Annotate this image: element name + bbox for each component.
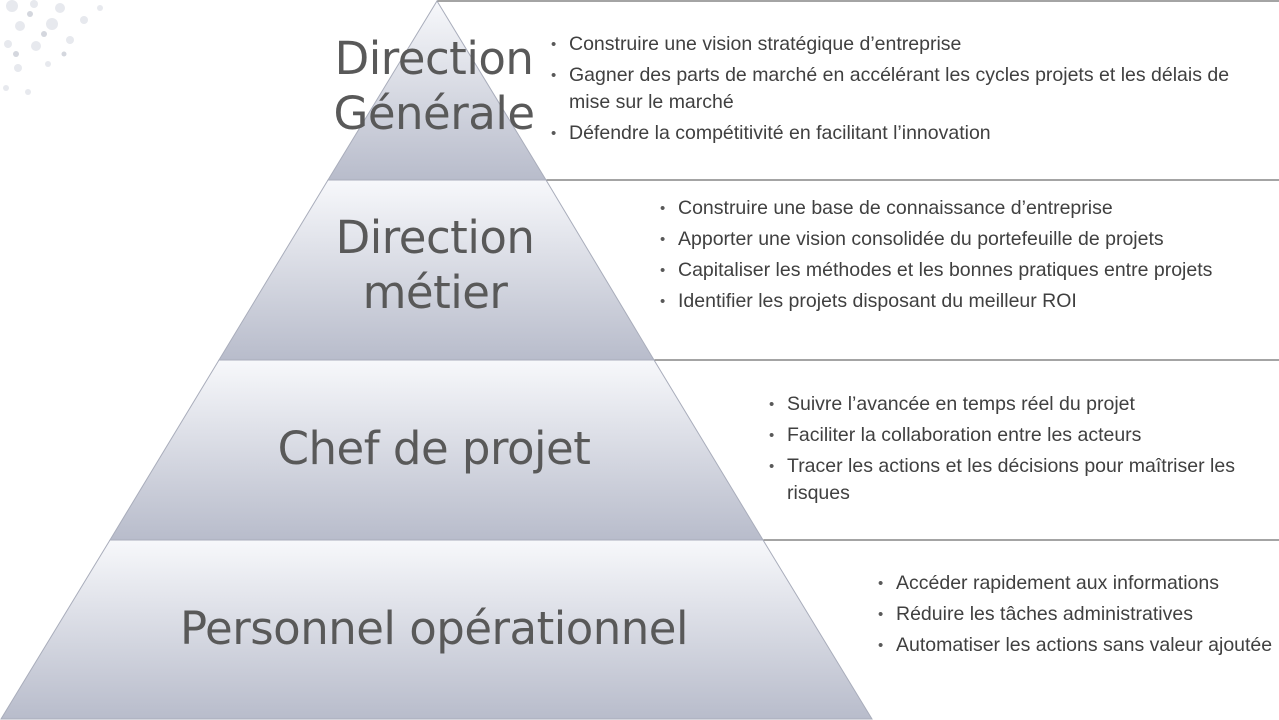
tier-label-chef-de-projet: Chef de projet — [234, 422, 634, 477]
bullet-item: Construire une base de connaissance d’en… — [660, 195, 1260, 222]
bullet-item: Faciliter la collaboration entre les act… — [769, 422, 1269, 449]
tier-label-line: Direction — [334, 32, 534, 85]
bullet-item: Construire une vision stratégique d’entr… — [551, 31, 1241, 58]
tier-label-line: Générale — [333, 86, 535, 140]
pyramid-tier-3 — [0, 539, 873, 720]
bullet-item: Accéder rapidement aux informations — [878, 570, 1274, 597]
tier-label-line: Personnel opérationnel — [180, 602, 689, 655]
decorative-dots — [3, 0, 103, 95]
bullet-list-chef-de-projet: Suivre l’avancée en temps réel du projet… — [769, 391, 1269, 511]
bullet-item: Gagner des parts de marché en accélérant… — [551, 62, 1241, 116]
tier-label-direction-metier: Direction métier — [285, 211, 585, 321]
bullet-list-direction-generale: Construire une vision stratégique d’entr… — [551, 31, 1241, 151]
bullet-item: Suivre l’avancée en temps réel du projet — [769, 391, 1269, 418]
bullet-item: Identifier les projets disposant du meil… — [660, 288, 1260, 315]
bullet-item: Réduire les tâches administratives — [878, 601, 1274, 628]
bullet-item: Défendre la compétitivité en facilitant … — [551, 120, 1241, 147]
bullet-list-direction-metier: Construire une base de connaissance d’en… — [660, 195, 1260, 319]
tier-label-direction-generale: Direction Générale — [284, 32, 584, 142]
bullet-item: Automatiser les actions sans valeur ajou… — [878, 632, 1274, 659]
tier-label-line: Chef de projet — [277, 422, 591, 475]
tier-label-line: Direction — [335, 211, 535, 264]
bullet-item: Capitaliser les méthodes et les bonnes p… — [660, 257, 1260, 284]
bullet-item: Apporter une vision consolidée du portef… — [660, 226, 1260, 253]
bullet-item: Tracer les actions et les décisions pour… — [769, 453, 1269, 507]
tier-label-line: métier — [362, 265, 508, 319]
tier-label-personnel-operationnel: Personnel opérationnel — [134, 602, 734, 657]
bullet-list-personnel-operationnel: Accéder rapidement aux informations Rédu… — [878, 570, 1274, 663]
